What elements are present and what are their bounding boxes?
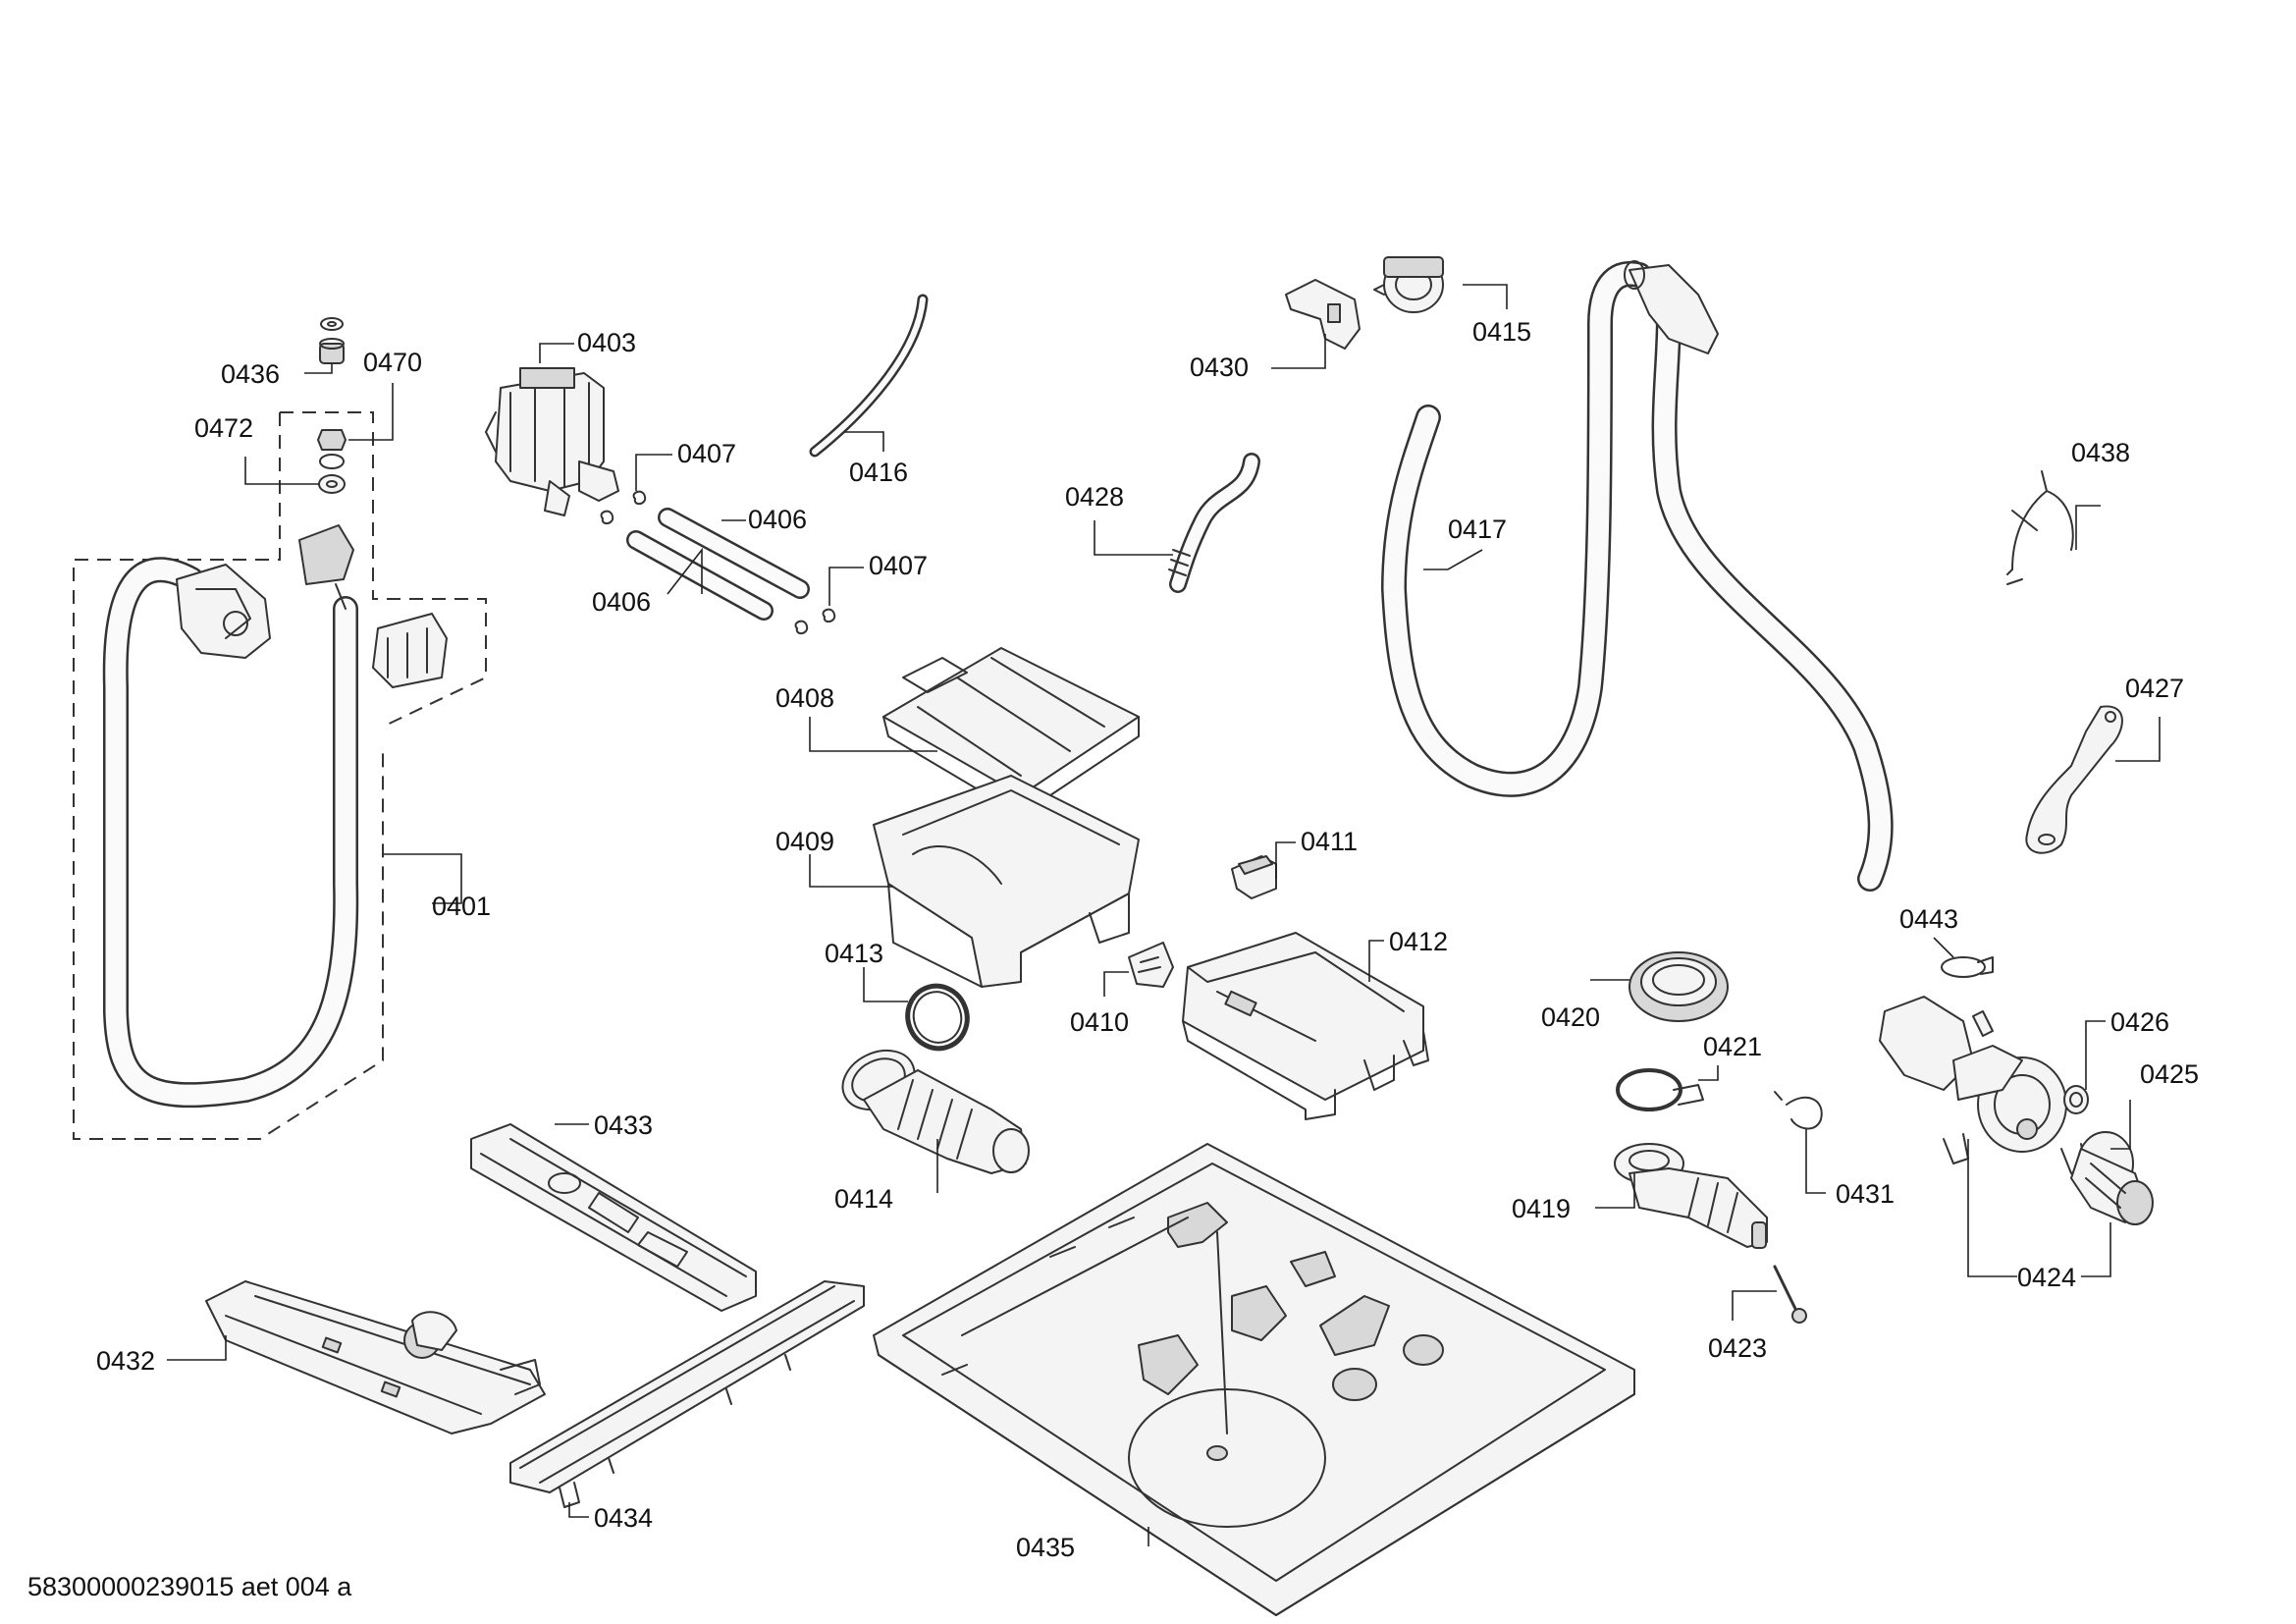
label-0443: 0443 [1899,904,1958,934]
drawing-code: 58300000239015 aet 004 a [27,1572,352,1601]
part-0412-detergent-drawer [1182,932,1429,1120]
label-0403: 0403 [577,328,636,357]
part-0419-drain-bellows [1614,1143,1768,1249]
part-0416-tube [809,294,929,458]
part-0407-hose-clamp-top [600,490,647,524]
label-0420: 0420 [1541,1002,1600,1032]
part-0443-clamp [1941,956,1994,978]
label-0407-upper: 0407 [677,439,736,468]
label-0401: 0401 [432,892,491,921]
part-0408-dispenser-cover [882,647,1140,816]
label-0407-lower: 0407 [869,551,928,580]
label-0427: 0427 [2125,674,2184,703]
part-0427-bracket [2025,705,2123,854]
part-0414-bellows-hose [841,1049,1030,1174]
part-0425-pump-filter [2070,1131,2154,1225]
label-0410: 0410 [1070,1007,1129,1037]
part-0411-siphon [1231,855,1277,899]
label-0428: 0428 [1065,482,1124,512]
part-0403-inlet-valve [485,367,619,516]
part-0413-ring-seal [905,983,970,1052]
part-0409-dispenser-housing [873,775,1140,988]
part-labels: 0401 0403 0406 0406 0407 0407 0408 0409 … [96,317,2199,1562]
label-0412: 0412 [1389,927,1448,956]
label-0438: 0438 [2071,438,2130,467]
label-0406-lower: 0406 [592,587,651,617]
label-0423: 0423 [1708,1333,1767,1363]
label-0414: 0414 [834,1184,893,1214]
label-0425: 0425 [2140,1059,2199,1089]
drain-hose [1624,260,1894,892]
part-0424-drain-pump [1879,996,2087,1174]
part-0417-hose [1381,260,1652,797]
part-0415-pressure-switch [1373,256,1444,313]
part-0433-bracket [470,1123,757,1312]
label-0424: 0424 [2017,1263,2076,1292]
part-0420-seal-ring [1629,951,1729,1022]
part-0470-nut [317,429,347,469]
part-0410-clip [1128,942,1174,988]
label-0413: 0413 [825,939,883,968]
label-0411: 0411 [1301,827,1358,856]
part-0421-clamp-ring [1616,1068,1704,1111]
label-0409: 0409 [775,827,834,856]
label-0430: 0430 [1190,352,1249,382]
label-0431: 0431 [1836,1179,1895,1209]
part-0426-seal [2063,1085,2089,1114]
label-0472: 0472 [194,413,253,443]
part-0430-bracket [1285,279,1361,350]
label-0470: 0470 [363,348,422,377]
part-0406-tube-lower [626,530,774,621]
part-0438-clip [2006,470,2074,585]
part-0423-screw [1773,1265,1807,1324]
part-0431-clamp [1774,1091,1823,1130]
part-0406-tube-upper [658,508,810,599]
label-0406-upper: 0406 [748,505,807,534]
part-0407-hose-clamp-bottom [794,608,836,634]
label-0408: 0408 [775,683,834,713]
label-0417: 0417 [1448,514,1507,544]
label-0415: 0415 [1472,317,1531,347]
part-0434-rail [509,1280,865,1508]
part-0432-base-strip [205,1280,546,1435]
part-0428-hose [1168,453,1260,593]
label-0432: 0432 [96,1346,155,1376]
part-0435-base-plate [873,1143,1635,1616]
label-0419: 0419 [1512,1194,1571,1223]
label-0435: 0435 [1016,1533,1075,1562]
part-0472-seal [318,474,346,494]
label-0434: 0434 [594,1503,653,1533]
label-0421: 0421 [1703,1032,1762,1061]
part-0436-washer [319,317,345,364]
label-0416: 0416 [849,458,908,487]
label-0436: 0436 [221,359,280,389]
label-0426: 0426 [2110,1007,2169,1037]
leader-lines [167,284,2161,1546]
label-0433: 0433 [594,1110,653,1140]
part-0401-inlet-hose [73,411,487,1140]
